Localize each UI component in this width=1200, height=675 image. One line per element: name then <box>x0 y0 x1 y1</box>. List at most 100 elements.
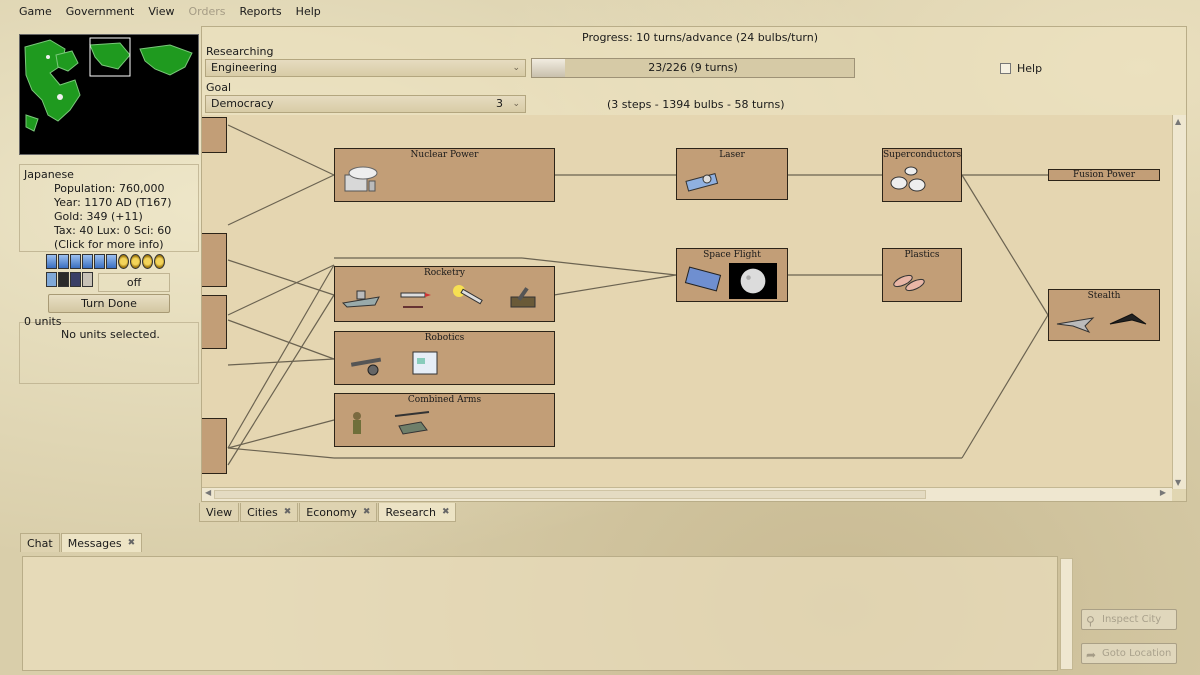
tech-node-combined-arms[interactable]: Combined Arms <box>334 393 555 447</box>
tech-node-nuclear-power[interactable]: Nuclear Power <box>334 148 555 202</box>
science-rate-icon[interactable] <box>94 254 105 269</box>
research-panel: Progress: 10 turns/advance (24 bulbs/tur… <box>201 26 1187 502</box>
tech-name: Robotics <box>424 333 465 343</box>
tech-tree-horizontal-scrollbar[interactable]: ◀ ▶ <box>202 487 1172 501</box>
menu-government[interactable]: Government <box>65 4 135 18</box>
tech-node-laser[interactable]: Laser <box>676 148 788 200</box>
tech-node-rocketry[interactable]: Rocketry <box>334 266 555 322</box>
tax-rate-icons[interactable] <box>46 254 165 270</box>
menu-game[interactable]: Game <box>19 4 52 18</box>
player-info-panel[interactable]: Japanese Population: 760,000 Year: 1170 … <box>19 164 199 252</box>
tab-research[interactable]: Research✖ <box>378 503 457 522</box>
tab-chat[interactable]: Chat <box>20 533 60 552</box>
tab-label: Cities <box>247 505 278 519</box>
close-icon[interactable]: ✖ <box>127 538 136 548</box>
menu-help[interactable]: Help <box>295 4 321 18</box>
scroll-right-icon[interactable]: ▶ <box>1159 488 1166 497</box>
pollution-icon <box>58 272 69 287</box>
tech-node-plastics[interactable]: Plastics <box>882 248 962 302</box>
paratroopers-icon <box>353 412 361 434</box>
tech-name: Stealth <box>1087 291 1121 301</box>
goal-steps: 3 <box>496 97 503 110</box>
status-icons <box>46 272 93 287</box>
tab-view[interactable]: View <box>199 503 240 522</box>
tech-name: Combined Arms <box>407 395 482 405</box>
tech-node-offscreen[interactable] <box>202 418 227 474</box>
menu-bar: Game Government View Orders Reports Help <box>0 0 1200 22</box>
science-rate-icon[interactable] <box>46 254 57 269</box>
goal-label: Goal <box>206 81 232 94</box>
tech-name: Rocketry <box>423 268 466 278</box>
nuclear-plant-icon <box>344 166 378 192</box>
minimap-terrain <box>24 37 193 132</box>
close-icon[interactable]: ✖ <box>362 507 371 517</box>
horizontal-scroll-thumb[interactable] <box>214 490 926 499</box>
tax-label: Tax: 40 Lux: 0 Sci: 60 <box>54 224 172 237</box>
tax-coin-icon[interactable] <box>142 254 153 269</box>
tech-tree-canvas[interactable]: Nuclear Power Laser Superconductors Fusi… <box>202 115 1172 489</box>
tech-node-fusion-power[interactable]: Fusion Power <box>1048 169 1160 181</box>
close-icon[interactable]: ✖ <box>441 507 450 517</box>
tech-node-offscreen[interactable] <box>202 233 227 287</box>
satellite-icon <box>685 172 719 192</box>
anti-aircraft-icon <box>510 287 536 308</box>
messages-area[interactable] <box>22 556 1058 671</box>
tab-label: Messages <box>67 536 122 550</box>
tech-node-space-flight[interactable]: Space Flight <box>676 248 788 302</box>
space-structural-icon <box>684 266 722 292</box>
tab-label: View <box>206 505 233 519</box>
moon-icon <box>729 263 777 299</box>
more-info-hint: (Click for more info) <box>54 238 164 251</box>
researching-value: Engineering <box>211 61 277 74</box>
research-progress-fill <box>532 59 565 77</box>
stealth-fighter-icon <box>1056 317 1095 334</box>
goal-select[interactable]: Democracy 3 ⌄ <box>205 95 526 113</box>
tech-node-robotics[interactable]: Robotics <box>334 331 555 385</box>
menu-view[interactable]: View <box>148 4 175 18</box>
minimap[interactable] <box>19 34 199 155</box>
tech-tree-vertical-scrollbar[interactable]: ▲ ▼ <box>1172 115 1186 489</box>
population-label: Population: 760,000 <box>54 182 165 195</box>
message-tab-bar: Chat Messages ✖ <box>20 533 143 552</box>
close-icon[interactable]: ✖ <box>283 507 292 517</box>
goal-value: Democracy <box>211 97 274 110</box>
scroll-down-icon[interactable]: ▼ <box>1175 478 1182 487</box>
tax-coin-icon[interactable] <box>130 254 141 269</box>
tab-economy[interactable]: Economy✖ <box>299 503 378 522</box>
tech-name: Plastics <box>904 250 940 260</box>
inspect-city-button[interactable]: ⚲ Inspect City <box>1081 609 1177 630</box>
tech-name: Fusion Power <box>1072 170 1136 180</box>
tech-node-stealth[interactable]: Stealth <box>1048 289 1160 341</box>
science-rate-icon[interactable] <box>70 254 81 269</box>
tech-node-offscreen[interactable] <box>202 295 227 349</box>
inspect-city-label: Inspect City <box>1102 614 1162 625</box>
tech-node-offscreen[interactable] <box>202 117 227 153</box>
scroll-left-icon[interactable]: ◀ <box>205 488 212 497</box>
timeout-status: off <box>98 273 170 292</box>
tab-cities[interactable]: Cities ✖ <box>240 503 299 522</box>
view-tab-bar: View Cities ✖ Economy✖ Research✖ <box>199 503 457 522</box>
menu-orders[interactable]: Orders <box>188 4 226 18</box>
tab-messages[interactable]: Messages ✖ <box>60 533 143 552</box>
tax-coin-icon[interactable] <box>118 254 129 269</box>
science-rate-icon[interactable] <box>106 254 117 269</box>
researching-select[interactable]: Engineering ⌄ <box>205 59 526 77</box>
minimap-viewport[interactable] <box>89 37 131 77</box>
turn-done-button[interactable]: Turn Done <box>48 294 170 313</box>
scroll-up-icon[interactable]: ▲ <box>1175 117 1182 126</box>
goto-location-label: Goto Location <box>1102 648 1172 659</box>
helicopter-icon <box>394 411 430 435</box>
tax-coin-icon[interactable] <box>154 254 165 269</box>
help-checkbox[interactable] <box>1000 63 1011 74</box>
tech-tree-links <box>227 124 1049 466</box>
units-message: No units selected. <box>61 328 160 341</box>
year-label: Year: 1170 AD (T167) <box>54 196 172 209</box>
science-rate-icon[interactable] <box>82 254 93 269</box>
goto-arrow-icon: ➦ <box>1086 648 1097 662</box>
messages-scrollbar[interactable] <box>1060 558 1073 670</box>
goto-location-button[interactable]: ➦ Goto Location <box>1081 643 1177 664</box>
menu-reports[interactable]: Reports <box>239 4 282 18</box>
cruise-missile-icon <box>400 292 431 308</box>
tech-node-superconductors[interactable]: Superconductors <box>882 148 962 202</box>
science-rate-icon[interactable] <box>58 254 69 269</box>
